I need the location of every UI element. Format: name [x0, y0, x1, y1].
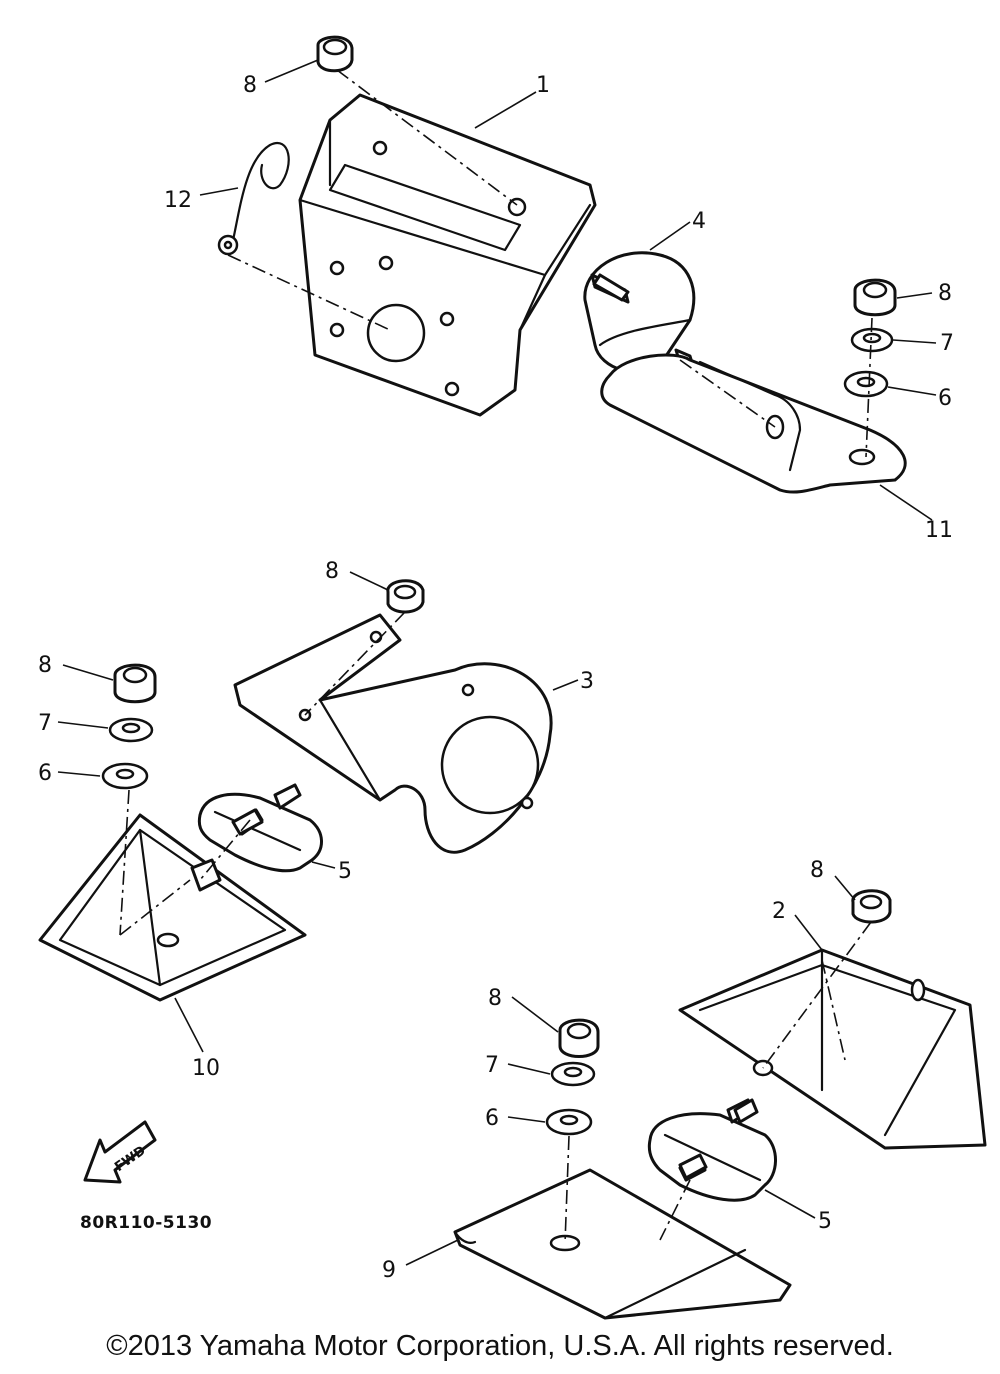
- washer-7-left: [108, 717, 154, 743]
- part-10-bracket: [38, 813, 307, 1002]
- part-11-stay: [600, 353, 907, 494]
- part-12-wire-clip: [217, 141, 290, 256]
- callout-8: 8: [38, 653, 52, 678]
- callout-leaders: [57, 59, 937, 1266]
- callout-2: 2: [772, 899, 786, 924]
- assembly-center-lines: [119, 69, 873, 1244]
- callout-5: 5: [338, 859, 352, 884]
- diagram-code: 80R110-5130: [80, 1213, 212, 1233]
- part-5-damper-lower: [647, 1098, 777, 1202]
- washer-6-lower: [545, 1108, 593, 1136]
- callout-8: 8: [938, 281, 952, 306]
- nut-8-middle-top: [386, 579, 425, 614]
- callout-8: 8: [325, 559, 339, 584]
- washer-7-right: [850, 327, 894, 353]
- callout-5: 5: [818, 1209, 832, 1234]
- callout-10: 10: [192, 1056, 220, 1081]
- callout-3: 3: [580, 669, 594, 694]
- callout-4: 4: [692, 209, 706, 234]
- nut-8-right: [853, 278, 897, 317]
- callout-1: 1: [536, 73, 550, 98]
- part-3-bracket: [233, 613, 553, 854]
- part-4-rubber-mount: [583, 251, 696, 374]
- nut-8-lower: [558, 1018, 600, 1058]
- nut-8-top: [316, 35, 354, 73]
- nut-8-left: [113, 663, 157, 704]
- part-2-bracket: [678, 948, 987, 1150]
- callout-labels: 8 1 12 4 8 7 6 11 8 3 8 7 6 5 10 8 2 8 7…: [38, 73, 954, 1283]
- callout-9: 9: [382, 1258, 396, 1283]
- callout-8: 8: [488, 986, 502, 1011]
- callout-6: 6: [485, 1106, 499, 1131]
- callout-8: 8: [243, 73, 257, 98]
- washer-7-lower: [550, 1061, 596, 1087]
- callout-7: 7: [940, 331, 954, 356]
- part-9-plate: [453, 1168, 792, 1320]
- washer-6-right: [843, 370, 889, 398]
- part-5-damper-middle: [197, 783, 323, 873]
- part-1-bracket: [298, 93, 597, 417]
- callout-12: 12: [164, 188, 192, 213]
- nut-8-lower-right: [851, 889, 892, 924]
- copyright-notice: ©2013 Yamaha Motor Corporation, U.S.A. A…: [106, 1330, 894, 1362]
- callout-6: 6: [938, 386, 952, 411]
- callout-6: 6: [38, 761, 52, 786]
- washer-6-left: [101, 762, 149, 790]
- callout-8: 8: [810, 858, 824, 883]
- callout-11: 11: [925, 518, 953, 543]
- callout-7: 7: [38, 711, 52, 736]
- fwd-arrow: FWD: [83, 1120, 157, 1184]
- callout-7: 7: [485, 1053, 499, 1078]
